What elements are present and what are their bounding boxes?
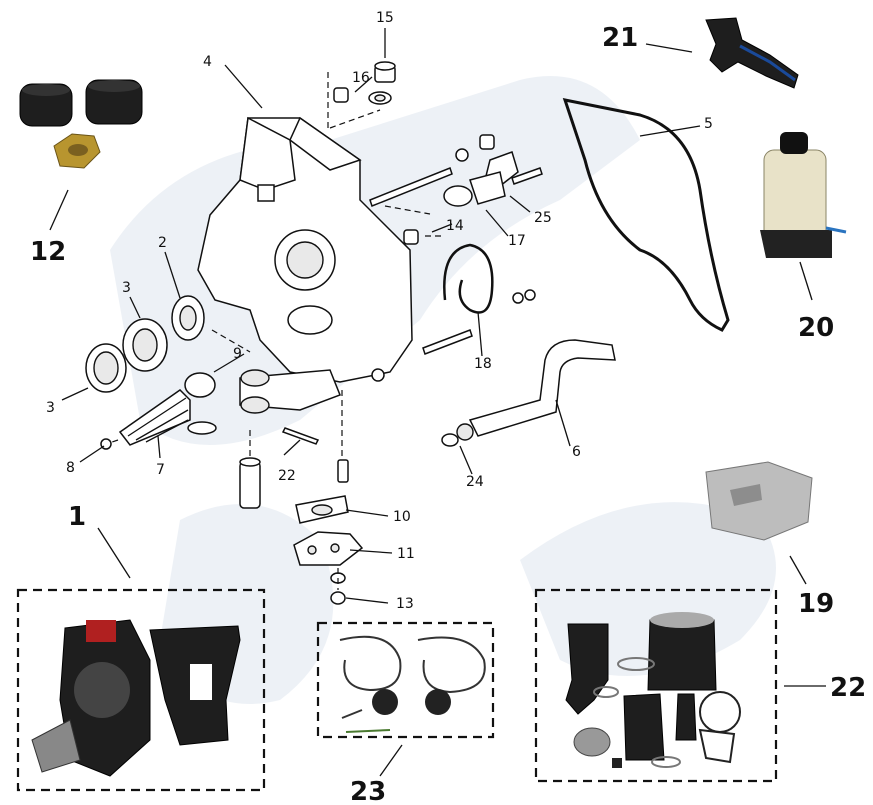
housing-gasket-part-5	[562, 98, 730, 332]
exhaust-hose-part-6	[441, 339, 616, 447]
callout-1: 1	[68, 502, 86, 532]
pin-and-bushing	[239, 390, 349, 509]
sensor-part-21	[705, 17, 799, 89]
callout-6: 6	[572, 444, 581, 460]
cable-kit-23	[339, 635, 486, 733]
callout-3-lower: 3	[46, 400, 55, 416]
callout-22-kit: 22	[830, 673, 866, 703]
callout-13: 13	[396, 596, 414, 612]
callout-21: 21	[602, 23, 638, 53]
callout-16: 16	[352, 70, 370, 86]
callout-4: 4	[203, 54, 212, 70]
callout-12: 12	[30, 237, 66, 267]
bracket-plates-10-11-13	[293, 495, 364, 605]
callout-10: 10	[393, 509, 411, 525]
plugs-and-nut-part-12	[19, 79, 143, 169]
fluid-reservoir-part-20	[760, 132, 847, 258]
callout-22-pin: 22	[278, 468, 296, 484]
callout-20: 20	[798, 313, 834, 343]
anode-part-19	[705, 461, 813, 541]
callout-24: 24	[466, 474, 484, 490]
callout-7: 7	[156, 462, 165, 478]
callout-23: 23	[350, 777, 386, 805]
callout-11: 11	[397, 546, 415, 562]
transom-assembly-kit-1	[31, 619, 241, 777]
bellows-kit-22	[565, 612, 741, 768]
leader-lines	[49, 28, 826, 777]
gimbal-bearing-stack	[85, 295, 251, 450]
callout-labels: 4 15 16 12 2 3 3 9 8 7 22 21 5 20 14 17 …	[30, 10, 866, 805]
callout-25: 25	[534, 210, 552, 226]
callout-3-upper: 3	[122, 280, 131, 296]
group-boxes	[16, 588, 778, 792]
shift-shaft-and-fittings	[369, 134, 543, 245]
caps-part-15-16	[327, 61, 396, 129]
water-tube-part-18	[422, 243, 536, 355]
callout-9: 9	[233, 346, 242, 362]
callout-5: 5	[704, 116, 713, 132]
callout-17: 17	[508, 233, 526, 249]
callout-15: 15	[376, 10, 394, 26]
callout-18: 18	[474, 356, 492, 372]
callout-14: 14	[446, 218, 464, 234]
bell-housing-part-4	[197, 116, 413, 414]
callout-2: 2	[158, 235, 167, 251]
callout-19: 19	[798, 589, 834, 619]
callout-8: 8	[66, 460, 75, 476]
